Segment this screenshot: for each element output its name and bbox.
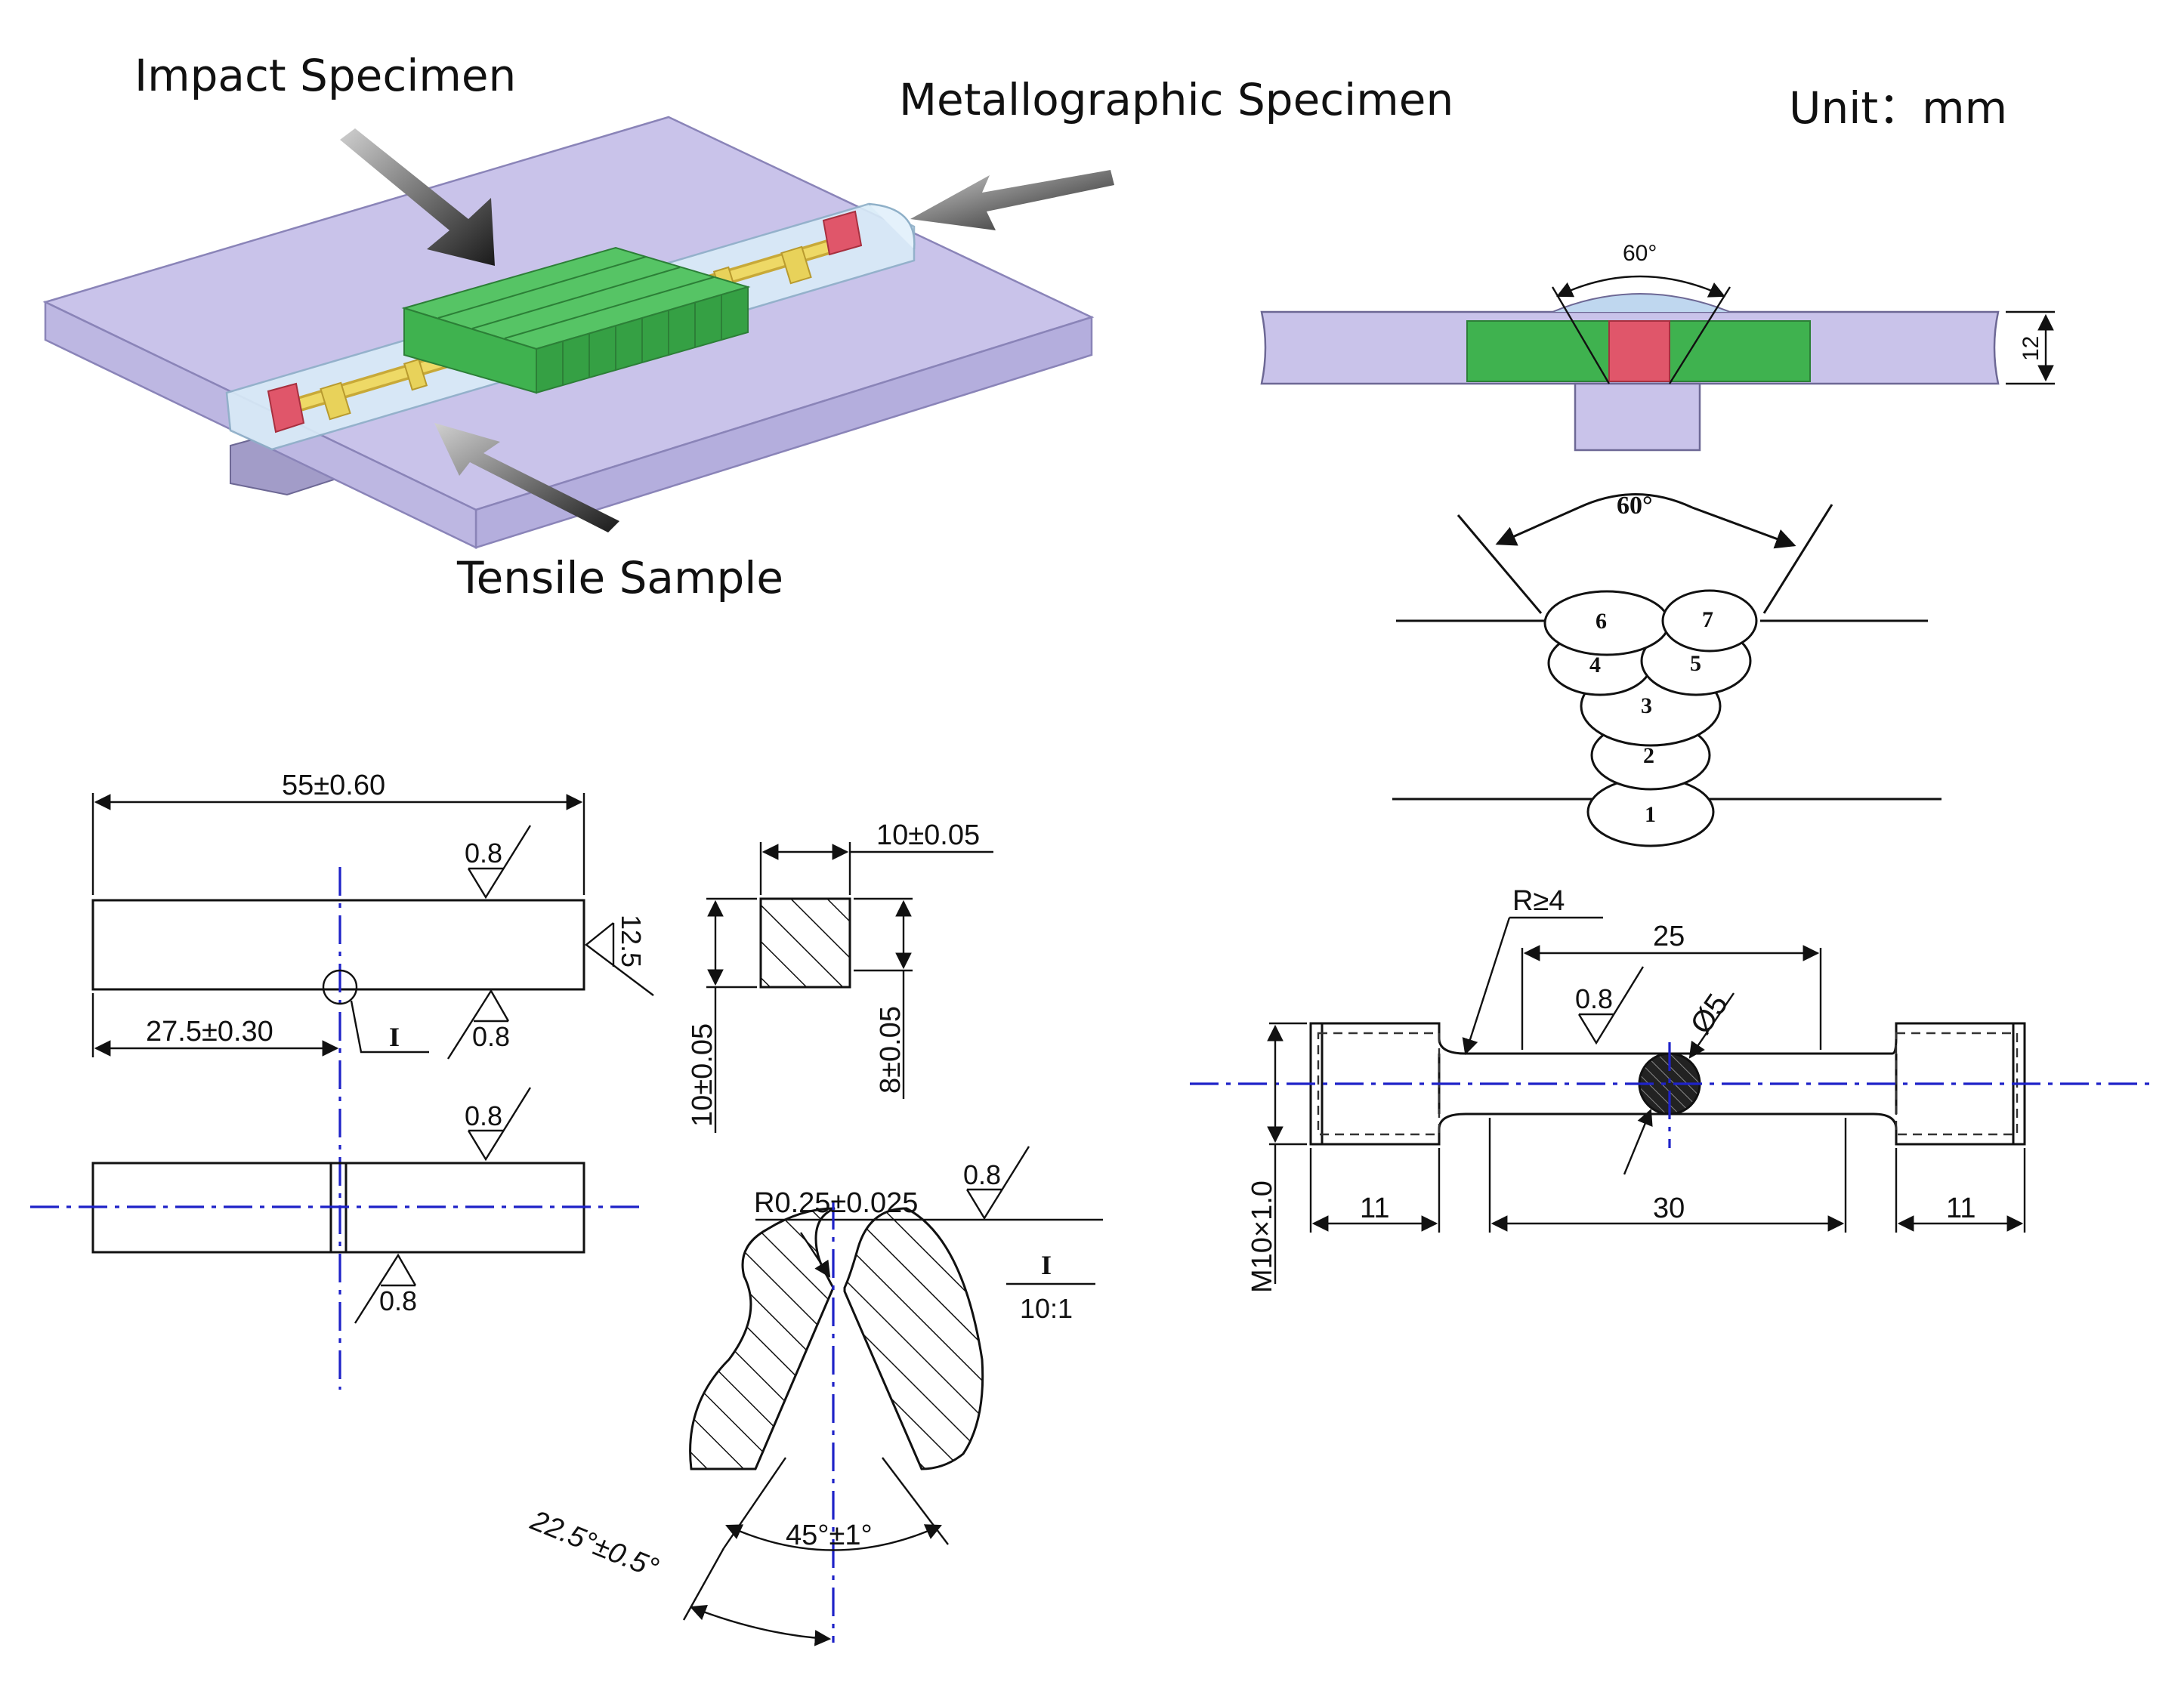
impact-specimen-label: Impact Specimen <box>134 50 516 101</box>
half-angle-dim: 22.5°±0.5° <box>526 1504 663 1585</box>
pass-3: 3 <box>1641 693 1652 718</box>
roughness-right: 12.5 <box>585 915 654 996</box>
svg-text:0.8: 0.8 <box>465 1100 502 1131</box>
roughness-top-view-top: 0.8 <box>465 1087 532 1162</box>
svg-text:0.8: 0.8 <box>963 1159 1001 1190</box>
weld-pass-sequence: 60° 1 2 3 4 5 6 7 <box>1392 492 1942 847</box>
svg-text:12.5: 12.5 <box>616 915 647 967</box>
groove-angle-label: 60° <box>1623 241 1657 266</box>
impact-side-section: 10±0.05 10±0.05 8±0.05 <box>687 819 993 1133</box>
roughness-bottom: 0.8 <box>446 989 510 1060</box>
pass-1: 1 <box>1645 802 1656 827</box>
svg-text:0.8: 0.8 <box>472 1021 510 1052</box>
pass-7: 7 <box>1702 607 1713 632</box>
length-dim: 55±0.60 <box>282 770 385 801</box>
plate-thickness-label: 12 <box>2019 336 2043 361</box>
svg-text:0.8: 0.8 <box>379 1285 417 1316</box>
end-right-dim: 11 <box>1946 1193 1975 1224</box>
fillet-dim: R≥4 <box>1512 885 1565 917</box>
pass-2: 2 <box>1643 743 1654 768</box>
notch-radius-dim: R0.25±0.025 <box>754 1187 918 1219</box>
detail-ref: I <box>389 1022 400 1052</box>
parallel-length-dim: 25 <box>1653 921 1685 952</box>
pass-5: 5 <box>1690 651 1701 676</box>
scale-ref: I <box>1041 1250 1052 1280</box>
pass-4: 4 <box>1589 653 1601 677</box>
svg-text:0.8: 0.8 <box>465 838 502 869</box>
roughness-top-view-bottom: 0.8 <box>354 1253 417 1324</box>
tensile-specimen: Ø5 25 R≥4 0.8 M10×1.0 11 30 11 <box>1190 885 2157 1293</box>
backing-section <box>1574 382 1701 452</box>
scale-value: 10:1 <box>1020 1293 1073 1324</box>
notch-angle-dim: 45°±1° <box>786 1520 873 1551</box>
half-length-dim: 27.5±0.30 <box>146 1016 273 1048</box>
metallographic-section <box>1608 320 1670 382</box>
impact-top-view: 0.8 0.8 <box>30 1087 644 1324</box>
tensile-roughness: 0.8 <box>1575 966 1645 1045</box>
end-left-dim: 11 <box>1360 1193 1389 1224</box>
groove-cross-section: 60° 12 <box>1260 241 2055 452</box>
gauge-dim: 30 <box>1653 1193 1685 1224</box>
roughness-top: 0.8 <box>465 825 532 900</box>
notch-detail: R0.25±0.025 0.8 I 10:1 45°±1° 22.5°±0.5° <box>526 1146 1103 1646</box>
ligament-dim: 8±0.05 <box>875 1006 907 1094</box>
weld-passes: 1 2 3 4 5 6 7 <box>1543 589 1758 847</box>
metallographic-block-right <box>822 210 863 256</box>
passes-angle-label: 60° <box>1617 492 1653 520</box>
section-height-dim: 10±0.05 <box>687 1023 718 1127</box>
tensile-sample-label: Tensile Sample <box>456 552 783 603</box>
assembly-3d: Impact Specimen Metallographic Specimen … <box>42 50 2007 603</box>
metallographic-block-left <box>267 382 305 434</box>
notch-roughness: 0.8 <box>963 1146 1030 1220</box>
diameter-dim: Ø5 <box>1684 988 1735 1040</box>
width-dim: 10±0.05 <box>876 819 980 851</box>
pointer-arrows <box>340 128 1114 532</box>
svg-text:0.8: 0.8 <box>1575 983 1613 1014</box>
pass-6: 6 <box>1596 609 1607 634</box>
thread-dim: M10×1.0 <box>1246 1180 1278 1293</box>
impact-blocks-3d <box>401 246 751 394</box>
unit-label: Unit：mm <box>1789 82 2007 134</box>
impact-front-view: 55±0.60 27.5±0.30 I 0.8 12.5 0.8 <box>91 770 654 1390</box>
tensile-outline <box>1309 1022 2026 1146</box>
metallographic-specimen-label: Metallographic Specimen <box>899 74 1453 125</box>
